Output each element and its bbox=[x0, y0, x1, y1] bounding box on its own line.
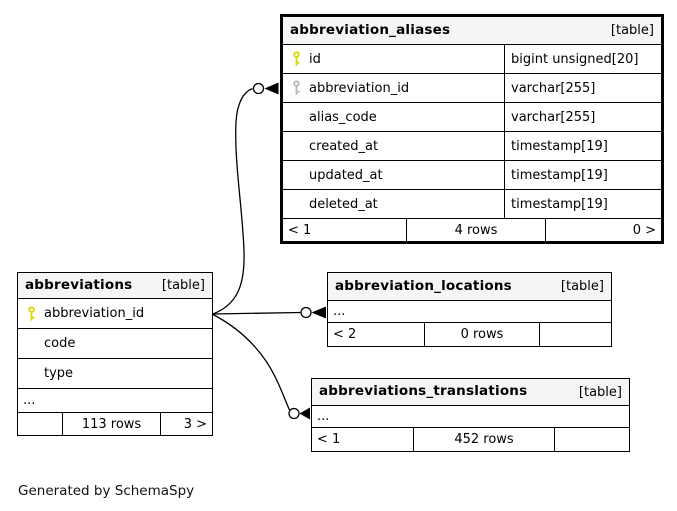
edge-abbreviations-to-aliases bbox=[212, 87, 253, 315]
degree-in bbox=[18, 413, 62, 435]
foreign-key-icon bbox=[283, 80, 309, 96]
column-row: abbreviation_id varchar[255] bbox=[283, 74, 661, 103]
table-abbreviations-translations[interactable]: abbreviations_translations [table] ... <… bbox=[311, 378, 630, 452]
table-type-badge: [table] bbox=[578, 384, 622, 400]
column-row: abbreviation_id bbox=[18, 299, 212, 329]
column-name: created_at bbox=[309, 138, 379, 154]
column-name: updated_at bbox=[309, 167, 383, 183]
degree-out: 3 > bbox=[183, 416, 207, 432]
column-name: code bbox=[44, 336, 76, 351]
table-footer: 113 rows 3 > bbox=[18, 413, 212, 435]
row-count: 452 rows bbox=[413, 428, 555, 451]
edge-arrowhead bbox=[311, 306, 326, 319]
row-count: 0 rows bbox=[424, 323, 540, 346]
table-abbreviation-locations[interactable]: abbreviation_locations [table] ... < 2 0… bbox=[327, 272, 612, 347]
column-type: timestamp[19] bbox=[504, 161, 661, 189]
row-count: 4 rows bbox=[406, 219, 546, 241]
column-row: updated_at timestamp[19] bbox=[283, 161, 661, 190]
table-footer: < 2 0 rows bbox=[328, 323, 611, 346]
degree-in: < 1 bbox=[317, 432, 341, 447]
degree-out bbox=[540, 323, 611, 346]
column-type: varchar[255] bbox=[504, 103, 661, 131]
hidden-columns-row: ... bbox=[18, 389, 212, 413]
edge-terminator-circle bbox=[300, 306, 312, 319]
edge-terminator-circle bbox=[288, 407, 300, 420]
column-name: type bbox=[44, 366, 74, 381]
primary-key-icon bbox=[283, 51, 309, 67]
table-type-badge: [table] bbox=[161, 278, 205, 293]
edge-abbreviations-to-translations bbox=[212, 313, 291, 411]
edge-abbreviations-to-locations bbox=[212, 311, 301, 315]
ellipsis-label: ... bbox=[333, 304, 346, 319]
column-type: timestamp[19] bbox=[504, 190, 661, 218]
table-footer: < 1 452 rows bbox=[312, 428, 629, 451]
hidden-columns-row: ... bbox=[312, 406, 629, 428]
table-header[interactable]: abbreviation_aliases [table] bbox=[283, 17, 661, 45]
row-count: 113 rows bbox=[62, 413, 161, 435]
table-title: abbreviation_locations bbox=[335, 277, 512, 294]
table-abbreviation-aliases[interactable]: abbreviation_aliases [table] id bigint u… bbox=[280, 14, 664, 244]
degree-in: < 1 bbox=[288, 222, 312, 238]
column-name: alias_code bbox=[309, 109, 377, 125]
column-row: code bbox=[18, 329, 212, 359]
column-type: timestamp[19] bbox=[504, 132, 661, 160]
edge-arrowhead bbox=[264, 82, 279, 95]
table-header[interactable]: abbreviation_locations [table] bbox=[328, 273, 611, 301]
column-row: deleted_at timestamp[19] bbox=[283, 190, 661, 219]
column-row: type bbox=[18, 359, 212, 389]
primary-key-icon bbox=[18, 305, 44, 322]
column-row: id bigint unsigned[20] bbox=[283, 45, 661, 74]
table-title: abbreviations_translations bbox=[319, 383, 528, 400]
column-type: bigint unsigned[20] bbox=[504, 45, 661, 73]
column-type: varchar[255] bbox=[504, 74, 661, 102]
column-row: created_at timestamp[19] bbox=[283, 132, 661, 161]
degree-in: < 2 bbox=[333, 327, 357, 342]
table-header[interactable]: abbreviations_translations [table] bbox=[312, 379, 629, 406]
ellipsis-label: ... bbox=[317, 409, 330, 424]
table-title: abbreviations bbox=[25, 276, 133, 293]
generated-by-note: Generated by SchemaSpy bbox=[18, 483, 195, 499]
table-abbreviations[interactable]: abbreviations [table] abbreviation_id co… bbox=[17, 272, 213, 436]
edge-terminator-circle bbox=[252, 82, 265, 95]
table-type-badge: [table] bbox=[610, 23, 654, 38]
edge-arrowhead bbox=[299, 407, 310, 420]
column-name: deleted_at bbox=[309, 196, 378, 212]
degree-out: 0 > bbox=[632, 222, 656, 238]
column-name: abbreviation_id bbox=[309, 80, 410, 96]
table-title: abbreviation_aliases bbox=[290, 21, 451, 38]
column-row: alias_code varchar[255] bbox=[283, 103, 661, 132]
column-name: id bbox=[309, 51, 321, 67]
degree-out bbox=[555, 428, 629, 451]
table-header[interactable]: abbreviations [table] bbox=[18, 273, 212, 299]
ellipsis-label: ... bbox=[23, 393, 36, 408]
hidden-columns-row: ... bbox=[328, 301, 611, 323]
column-name: abbreviation_id bbox=[44, 306, 145, 321]
table-type-badge: [table] bbox=[560, 279, 604, 294]
table-footer: < 1 4 rows 0 > bbox=[283, 219, 661, 241]
